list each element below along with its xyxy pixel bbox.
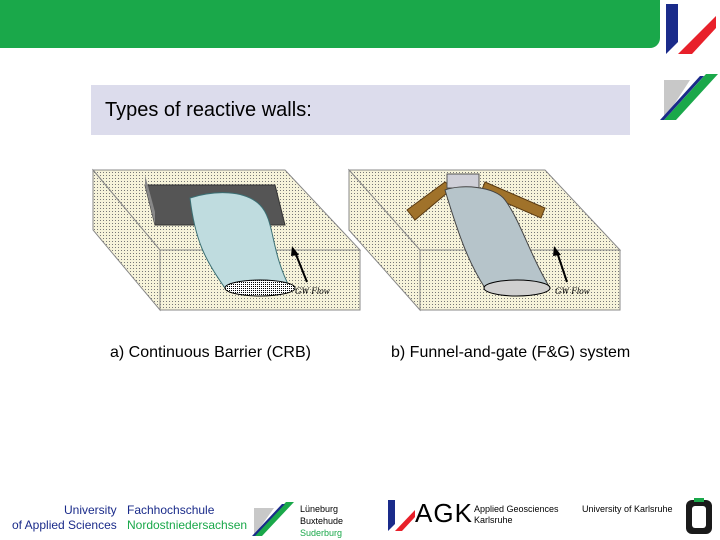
footer-nordost: Nordostniedersachsen xyxy=(127,518,248,532)
footer-university: University xyxy=(64,503,117,517)
fh-footer-logo-icon xyxy=(252,502,294,536)
footer-karlsruhe: Karlsruhe xyxy=(474,515,513,525)
gw-flow-label-b: GW Flow xyxy=(555,286,590,296)
top-green-bar xyxy=(0,0,660,48)
footer-suderburg: Suderburg xyxy=(300,528,343,538)
agk-label: AGK xyxy=(415,498,473,528)
footer-applied-geosciences: Applied Geosciences xyxy=(474,504,559,514)
karlsruhe-footer-logo-icon xyxy=(388,500,415,531)
karlsruhe-logo-icon xyxy=(666,4,716,54)
title-box: Types of reactive walls: xyxy=(91,85,630,135)
footer-univ-karlsruhe: University of Karlsruhe xyxy=(582,504,673,514)
university-emblem-icon xyxy=(686,498,712,534)
crb-diagram: GW Flow xyxy=(91,168,362,312)
footer-fachhochschule: Fachhochschule xyxy=(127,503,215,517)
caption-crb: a) Continuous Barrier (CRB) xyxy=(110,344,311,361)
fh-logo-icon xyxy=(660,74,718,120)
footer-buxtehude: Buxtehude xyxy=(300,516,344,526)
footer-applied-sciences: of Applied Sciences xyxy=(12,518,117,532)
fng-diagram: GW Flow xyxy=(347,168,622,312)
footer-lueneburg: Lüneburg xyxy=(300,504,339,514)
caption-fng: b) Funnel-and-gate (F&G) system xyxy=(391,344,631,361)
slide-title: Types of reactive walls: xyxy=(105,99,312,121)
gw-flow-label-a: GW Flow xyxy=(295,286,330,296)
